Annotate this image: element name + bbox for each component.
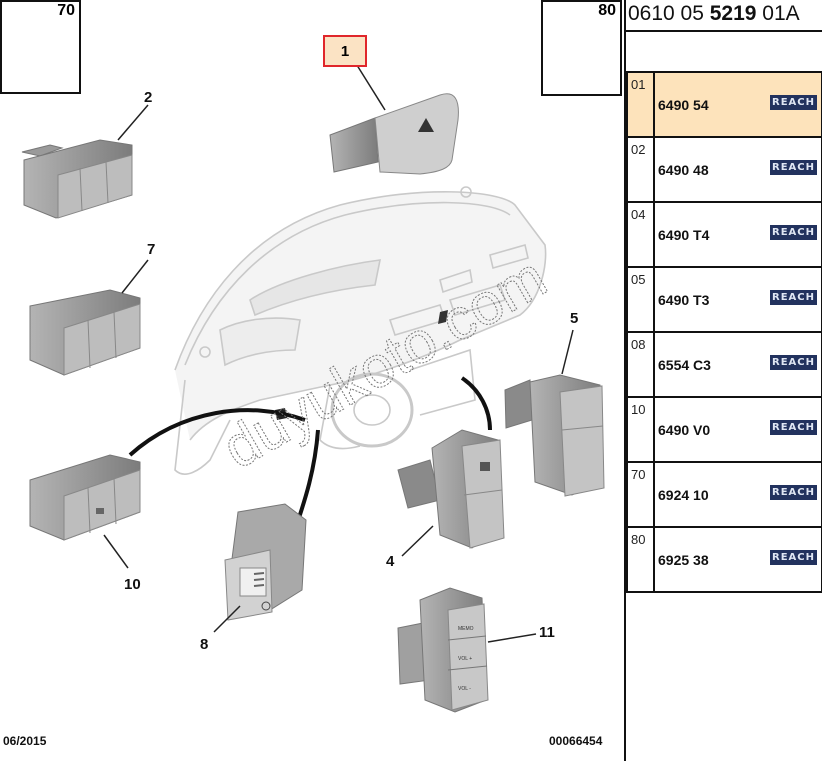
- row-reference-cell: 6925 38 REACH: [653, 526, 822, 593]
- row-index: 01: [626, 71, 655, 138]
- reach-badge[interactable]: REACH: [770, 225, 817, 240]
- ref-title-bold: 5219: [709, 2, 757, 25]
- part-reference-number[interactable]: 6925 38: [658, 552, 709, 568]
- row-index: 10: [626, 396, 655, 463]
- screw-70-label: 70: [57, 2, 75, 19]
- diagram-reference-title: 0610 05 5219 01A: [628, 2, 800, 26]
- callout-4[interactable]: 4: [386, 553, 395, 570]
- part-reference-number[interactable]: 6924 10: [658, 487, 709, 503]
- part-1-hazard-switch: [329, 61, 459, 175]
- part-8-rheostat: [213, 503, 307, 633]
- row-index: 02: [626, 136, 655, 203]
- row-reference-cell: 6490 T3 REACH: [653, 266, 822, 333]
- switch11-label-vol-plus: VOL +: [458, 656, 472, 662]
- row-reference-cell: 6490 T4 REACH: [653, 201, 822, 268]
- part-2-switch-block: [21, 104, 149, 219]
- drawing-number: 00066454: [549, 734, 603, 748]
- part-10-switch-block: [29, 454, 141, 569]
- callout-7[interactable]: 7: [147, 241, 156, 258]
- row-reference-cell: 6924 10 REACH: [653, 461, 822, 528]
- diagram-date: 06/2015: [3, 734, 47, 748]
- part-reference-number[interactable]: 6490 48: [658, 162, 709, 178]
- row-index: 05: [626, 266, 655, 333]
- screw-70-box[interactable]: 70: [0, 0, 81, 94]
- reach-badge[interactable]: REACH: [770, 355, 817, 370]
- reach-badge[interactable]: REACH: [770, 290, 817, 305]
- switch11-label-vol-minus: VOL -: [458, 686, 471, 692]
- ref-title-prefix: 0610 05: [628, 2, 710, 25]
- part-reference-number[interactable]: 6490 T3: [658, 292, 710, 308]
- callout-1-selected[interactable]: 1: [323, 35, 367, 67]
- screw-80-label: 80: [598, 2, 616, 19]
- row-reference-cell: 6490 48 REACH: [653, 136, 822, 203]
- ref-title-suffix: 01A: [756, 2, 800, 25]
- part-7-switch-block: [29, 259, 149, 376]
- callout-10[interactable]: 10: [124, 576, 141, 593]
- screw-80-box[interactable]: 80: [541, 0, 622, 96]
- part-11-audio-switch: MEMO VOL + VOL -: [397, 587, 537, 713]
- reach-badge[interactable]: REACH: [770, 95, 817, 110]
- row-reference-cell: 6490 54 REACH: [653, 71, 822, 138]
- exploded-parts-diagram: duyukoto.com: [0, 0, 622, 748]
- switch11-label-memo: MEMO: [458, 626, 474, 632]
- diagram-drawing: duyukoto.com: [7, 23, 614, 713]
- row-index: 04: [626, 201, 655, 268]
- reach-badge[interactable]: REACH: [770, 485, 817, 500]
- reach-badge[interactable]: REACH: [770, 550, 817, 565]
- part-reference-number[interactable]: 6554 C3: [658, 357, 711, 373]
- row-reference-cell: 6554 C3 REACH: [653, 331, 822, 398]
- callout-1-label: 1: [340, 42, 350, 60]
- part-reference-number[interactable]: 6490 T4: [658, 227, 710, 243]
- title-divider: [626, 30, 822, 32]
- part-4-switch-block: [397, 429, 505, 557]
- dashboard-illustration: [174, 186, 547, 475]
- callout-11[interactable]: 11: [539, 624, 555, 641]
- part-reference-number[interactable]: 6490 54: [658, 97, 709, 113]
- callout-2[interactable]: 2: [144, 89, 153, 106]
- callout-8[interactable]: 8: [200, 636, 209, 653]
- row-index: 80: [626, 526, 655, 593]
- part-5-switch-block: [504, 329, 605, 497]
- part-reference-number[interactable]: 6490 V0: [658, 422, 711, 438]
- callout-5[interactable]: 5: [570, 310, 579, 327]
- row-reference-cell: 6490 V0 REACH: [653, 396, 822, 463]
- reach-badge[interactable]: REACH: [770, 160, 817, 175]
- row-index: 08: [626, 331, 655, 398]
- reach-badge[interactable]: REACH: [770, 420, 817, 435]
- row-index: 70: [626, 461, 655, 528]
